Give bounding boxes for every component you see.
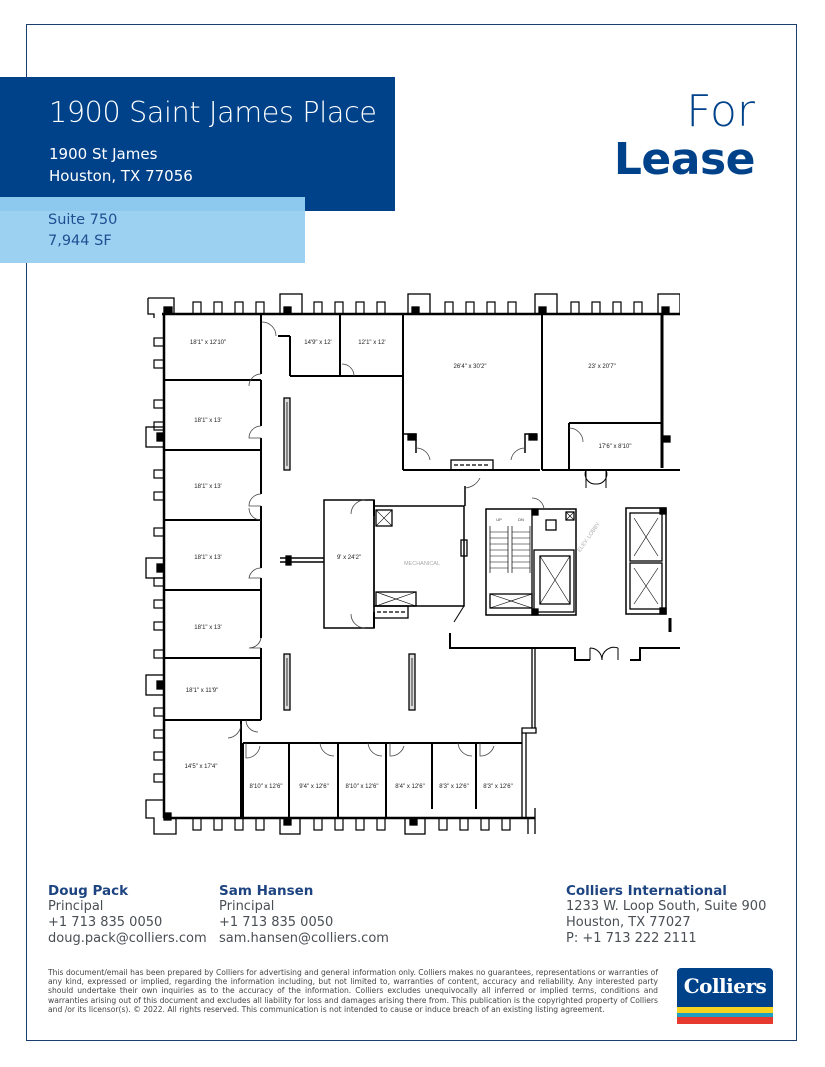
address-line-1: 1900 St James — [49, 145, 158, 163]
room-label: 18'1" x 13' — [194, 418, 221, 424]
contact-doug-pack: Doug Pack Principal +1 713 835 0050 doug… — [48, 883, 207, 947]
colliers-logo: Colliers — [677, 968, 773, 1024]
room-label: 18'1" x 13' — [194, 625, 221, 631]
room-label: 23' x 20'7" — [588, 364, 615, 370]
page-frame — [26, 24, 797, 1041]
office-info: Colliers International 1233 W. Loop Sout… — [566, 883, 766, 947]
room-label: 18'1" x 13' — [194, 555, 221, 561]
room-label: 18'1" x 11'9" — [186, 688, 218, 694]
room-label: 18'1" x 12'10" — [190, 340, 226, 346]
room-label: 12'1" x 12' — [358, 340, 385, 346]
office-address-line-1: 1233 W. Loop South, Suite 900 — [566, 899, 767, 914]
room-label: 9' x 24'2" — [337, 555, 361, 561]
for-label: For — [686, 86, 755, 137]
office-phone[interactable]: P: +1 713 222 2111 — [566, 931, 697, 946]
contact-title: Principal — [48, 899, 104, 914]
room-label: 26'4" x 30'2" — [454, 364, 487, 370]
room-label: 8'10" x 12'6" — [346, 784, 379, 790]
legal-disclaimer: This document/email has been prepared by… — [48, 968, 658, 1014]
room-label: 8'3" x 12'6" — [439, 784, 469, 790]
contact-name: Doug Pack — [48, 883, 129, 899]
contact-phone[interactable]: +1 713 835 0050 — [219, 915, 334, 930]
mechanical-label: MECHANICAL — [404, 561, 440, 567]
room-label: 17'6" x 8'10" — [599, 444, 632, 450]
room-label: 14'5" x 17'4" — [185, 764, 218, 770]
room-label: 8'10" x 12'6" — [250, 784, 283, 790]
contact-title: Principal — [219, 899, 275, 914]
property-name: 1900 Saint James Place — [49, 96, 377, 129]
title-banner — [0, 77, 395, 211]
room-label: 14'9" x 12' — [304, 340, 331, 346]
room-label: 8'4" x 12'6" — [395, 784, 425, 790]
contact-name: Sam Hansen — [219, 883, 314, 899]
suite-number: Suite 750 — [48, 212, 118, 228]
contact-sam-hansen: Sam Hansen Principal +1 713 835 0050 sam… — [219, 883, 389, 947]
elevator-lobby-label: ELEV. LOBBY — [577, 521, 602, 553]
address-line-2: Houston, TX 77056 — [49, 167, 193, 185]
room-label: 9'4" x 12'6" — [299, 784, 329, 790]
logo-wordmark: Colliers — [683, 974, 767, 998]
floor-plan: 18'1" x 12'10" 14'9" x 12' 12'1" x 12' 2… — [145, 293, 680, 835]
contact-email[interactable]: doug.pack@colliers.com — [48, 931, 207, 946]
contact-email[interactable]: sam.hansen@colliers.com — [219, 931, 389, 946]
room-label: 18'1" x 13' — [194, 484, 221, 490]
suite-banner — [0, 197, 305, 263]
lease-label: Lease — [613, 134, 756, 185]
suite-area: 7,944 SF — [48, 233, 112, 249]
contact-phone[interactable]: +1 713 835 0050 — [48, 915, 163, 930]
office-address-line-2: Houston, TX 77027 — [566, 915, 691, 930]
stair-down-label: DN — [518, 517, 524, 522]
room-label: 8'3" x 12'6" — [483, 784, 513, 790]
stair-up-label: UP — [496, 517, 502, 522]
office-name: Colliers International — [566, 883, 727, 899]
